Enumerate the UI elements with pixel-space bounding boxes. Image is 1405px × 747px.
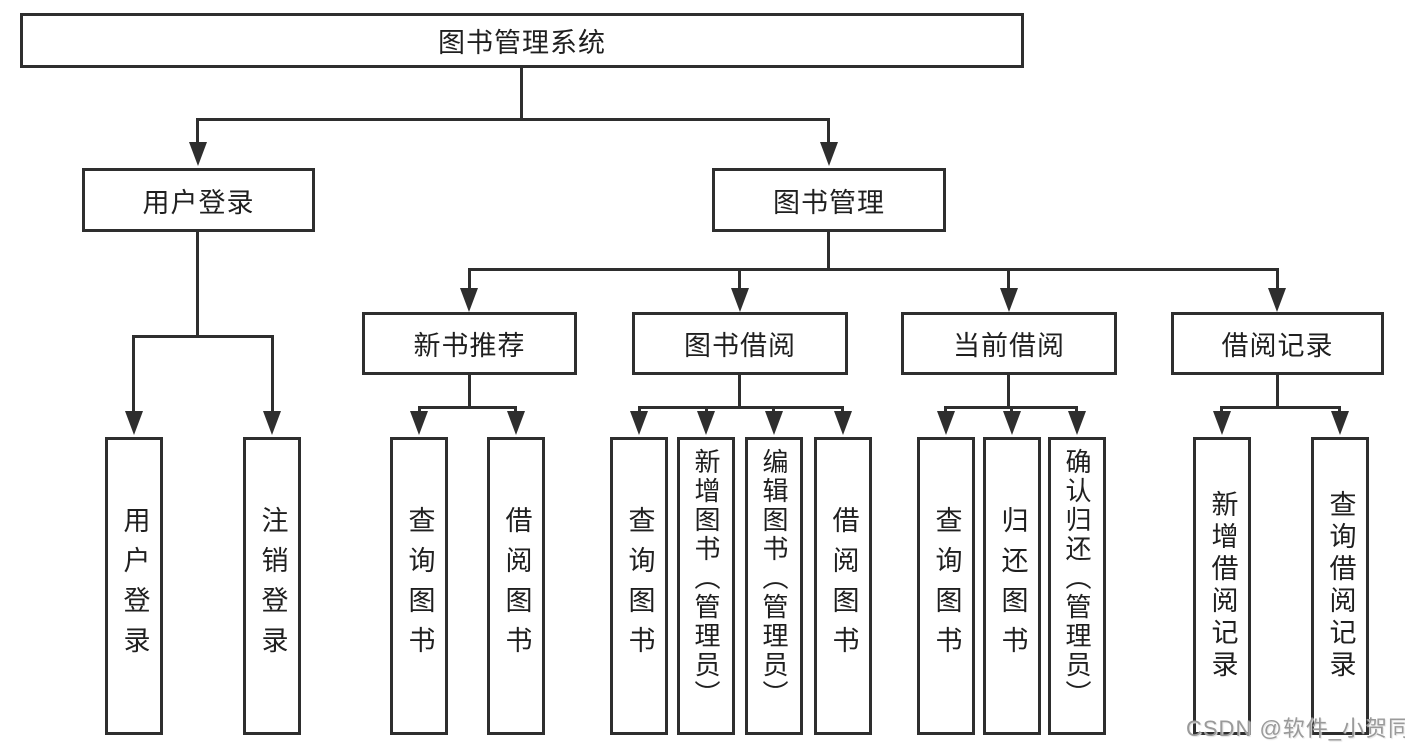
connector-line — [469, 268, 1278, 271]
arrowhead-down-icon — [1213, 411, 1231, 435]
arrowhead-down-icon — [125, 411, 143, 435]
node-add-books-admin: 新增图书（管理员） — [677, 437, 735, 735]
connector-line — [1276, 268, 1279, 290]
connector-line — [841, 406, 844, 413]
node-query-books-recommend: 查询图书 — [390, 437, 448, 735]
connector-line — [468, 268, 471, 290]
arrowhead-down-icon — [820, 142, 838, 166]
connector-line — [1007, 375, 1010, 408]
node-borrow-books: 借阅图书 — [814, 437, 872, 735]
node-query-books-current: 查询图书 — [917, 437, 975, 735]
connector-line — [1338, 406, 1341, 413]
arrowhead-down-icon — [1268, 288, 1286, 312]
connector-line — [1010, 406, 1013, 413]
arrowhead-down-icon — [1331, 411, 1349, 435]
node-user-login-action: 用户登录 — [105, 437, 163, 735]
connector-line — [196, 118, 199, 144]
connector-line — [1276, 375, 1279, 408]
connector-line — [133, 335, 273, 338]
connector-line — [772, 406, 775, 413]
arrowhead-down-icon — [189, 142, 207, 166]
connector-line — [1220, 406, 1223, 413]
watermark: CSDN @软件_小贺同学 — [1186, 716, 1405, 741]
arrowhead-down-icon — [834, 411, 852, 435]
connector-line — [468, 375, 471, 408]
arrowhead-down-icon — [1003, 411, 1021, 435]
arrowhead-down-icon — [410, 411, 428, 435]
connector-line — [1222, 406, 1340, 409]
arrowhead-down-icon — [460, 288, 478, 312]
node-current-borrowing: 当前借阅 — [901, 312, 1117, 375]
connector-line — [520, 68, 523, 120]
connector-line — [514, 406, 517, 413]
connector-line — [1075, 406, 1078, 413]
node-book-management: 图书管理 — [712, 168, 946, 232]
connector-line — [638, 406, 641, 413]
node-borrowing-records: 借阅记录 — [1171, 312, 1384, 375]
node-borrow-books-recommend: 借阅图书 — [487, 437, 545, 735]
arrowhead-down-icon — [1068, 411, 1086, 435]
connector-line — [827, 118, 830, 144]
node-new-book-recommend: 新书推荐 — [362, 312, 577, 375]
connector-line — [271, 335, 274, 412]
arrowhead-down-icon — [765, 411, 783, 435]
connector-line — [639, 406, 843, 409]
node-return-books: 归还图书 — [983, 437, 1041, 735]
connector-line — [132, 335, 135, 412]
connector-line — [705, 406, 708, 413]
arrowhead-down-icon — [1000, 288, 1018, 312]
connector-line — [738, 268, 741, 290]
node-query-borrow-record: 查询借阅记录 — [1311, 437, 1369, 735]
arrowhead-down-icon — [263, 411, 281, 435]
connector-line — [418, 406, 421, 413]
connector-line — [196, 232, 199, 337]
node-book-borrowing: 图书借阅 — [632, 312, 848, 375]
node-logout: 注销登录 — [243, 437, 301, 735]
node-confirm-return-admin: 确认归还（管理员） — [1048, 437, 1106, 735]
node-query-books-borrow: 查询图书 — [610, 437, 668, 735]
connector-line — [419, 406, 516, 409]
arrowhead-down-icon — [507, 411, 525, 435]
node-root: 图书管理系统 — [20, 13, 1024, 68]
connector-line — [1007, 268, 1010, 290]
connector-line — [944, 406, 947, 413]
arrowhead-down-icon — [731, 288, 749, 312]
connector-line — [197, 118, 830, 121]
node-add-borrow-record: 新增借阅记录 — [1193, 437, 1251, 735]
node-edit-books-admin: 编辑图书（管理员） — [745, 437, 803, 735]
connector-line — [738, 375, 741, 408]
arrowhead-down-icon — [937, 411, 955, 435]
node-user-login: 用户登录 — [82, 168, 315, 232]
arrowhead-down-icon — [630, 411, 648, 435]
arrowhead-down-icon — [697, 411, 715, 435]
connector-line — [827, 232, 830, 270]
